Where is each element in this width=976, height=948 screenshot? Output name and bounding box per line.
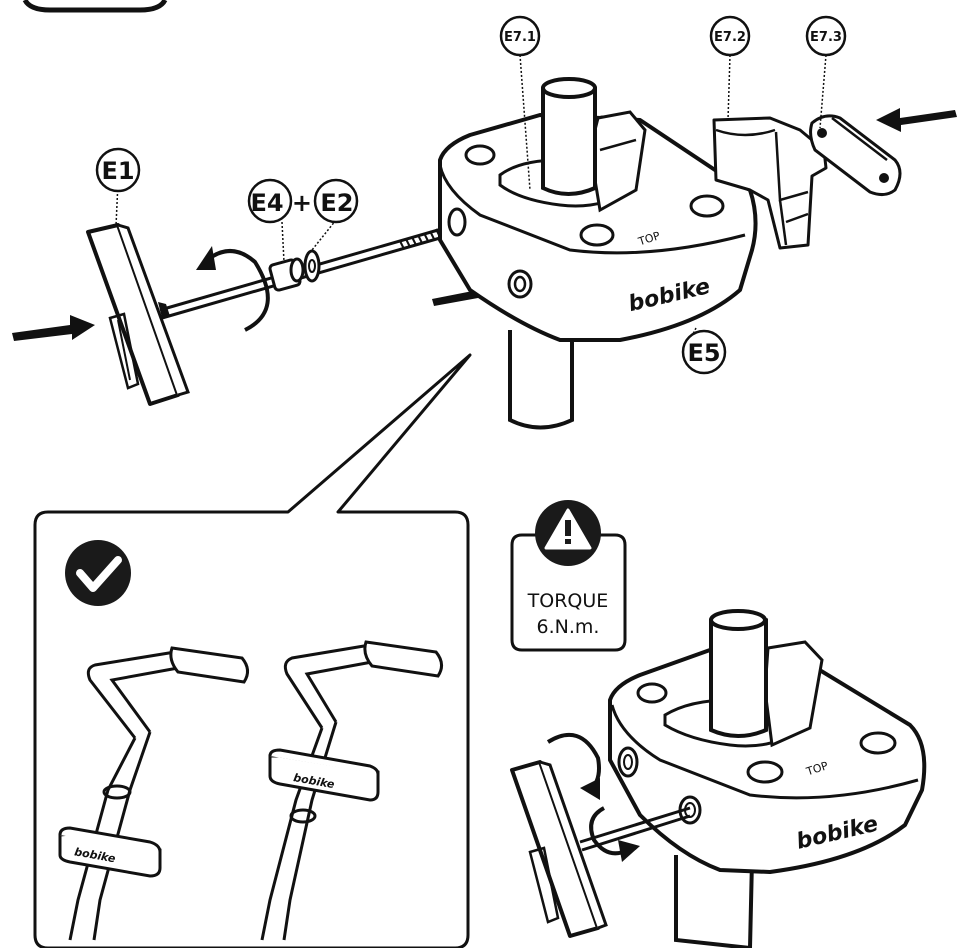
torque-value: 6.N.m. [537, 616, 600, 638]
callout-e71: E7.1 [499, 15, 541, 57]
svg-text:E7.1: E7.1 [504, 30, 536, 45]
handlebar-right [260, 640, 443, 941]
assembled-mount [608, 609, 927, 948]
handlebar-left [58, 646, 249, 941]
frame-fragment [22, 0, 168, 13]
callout-e1: E1 [95, 147, 141, 193]
callout-e72: E7.2 [709, 15, 751, 57]
mount-block [438, 77, 758, 430]
tighten-arrow-icon [546, 732, 640, 862]
clamp-jaw-e72 [712, 116, 828, 250]
callout-e73: E7.3 [805, 15, 847, 57]
leader-lines [115, 54, 827, 341]
nut-e4 [268, 257, 305, 292]
warning-icon [535, 500, 601, 566]
check-icon [65, 540, 131, 606]
torque-label: TORQUE [527, 590, 609, 612]
svg-text:E4 + E2: E4 + E2 [250, 189, 353, 217]
svg-text:E7.3: E7.3 [810, 30, 842, 45]
e1-handle [86, 223, 190, 406]
svg-text:E5: E5 [687, 339, 720, 367]
svg-text:E7.2: E7.2 [714, 30, 746, 45]
clamp-plate-e73 [809, 114, 902, 197]
torque-warning: TORQUE 6.N.m. [510, 500, 627, 652]
rotate-arrow-icon [196, 246, 270, 332]
svg-text:E1: E1 [101, 157, 134, 185]
callout-e4-e2: E4 + E2 [247, 178, 359, 224]
washer-e2 [303, 249, 321, 283]
callout-e5: E5 [681, 329, 727, 375]
assembled-handle [510, 760, 691, 938]
